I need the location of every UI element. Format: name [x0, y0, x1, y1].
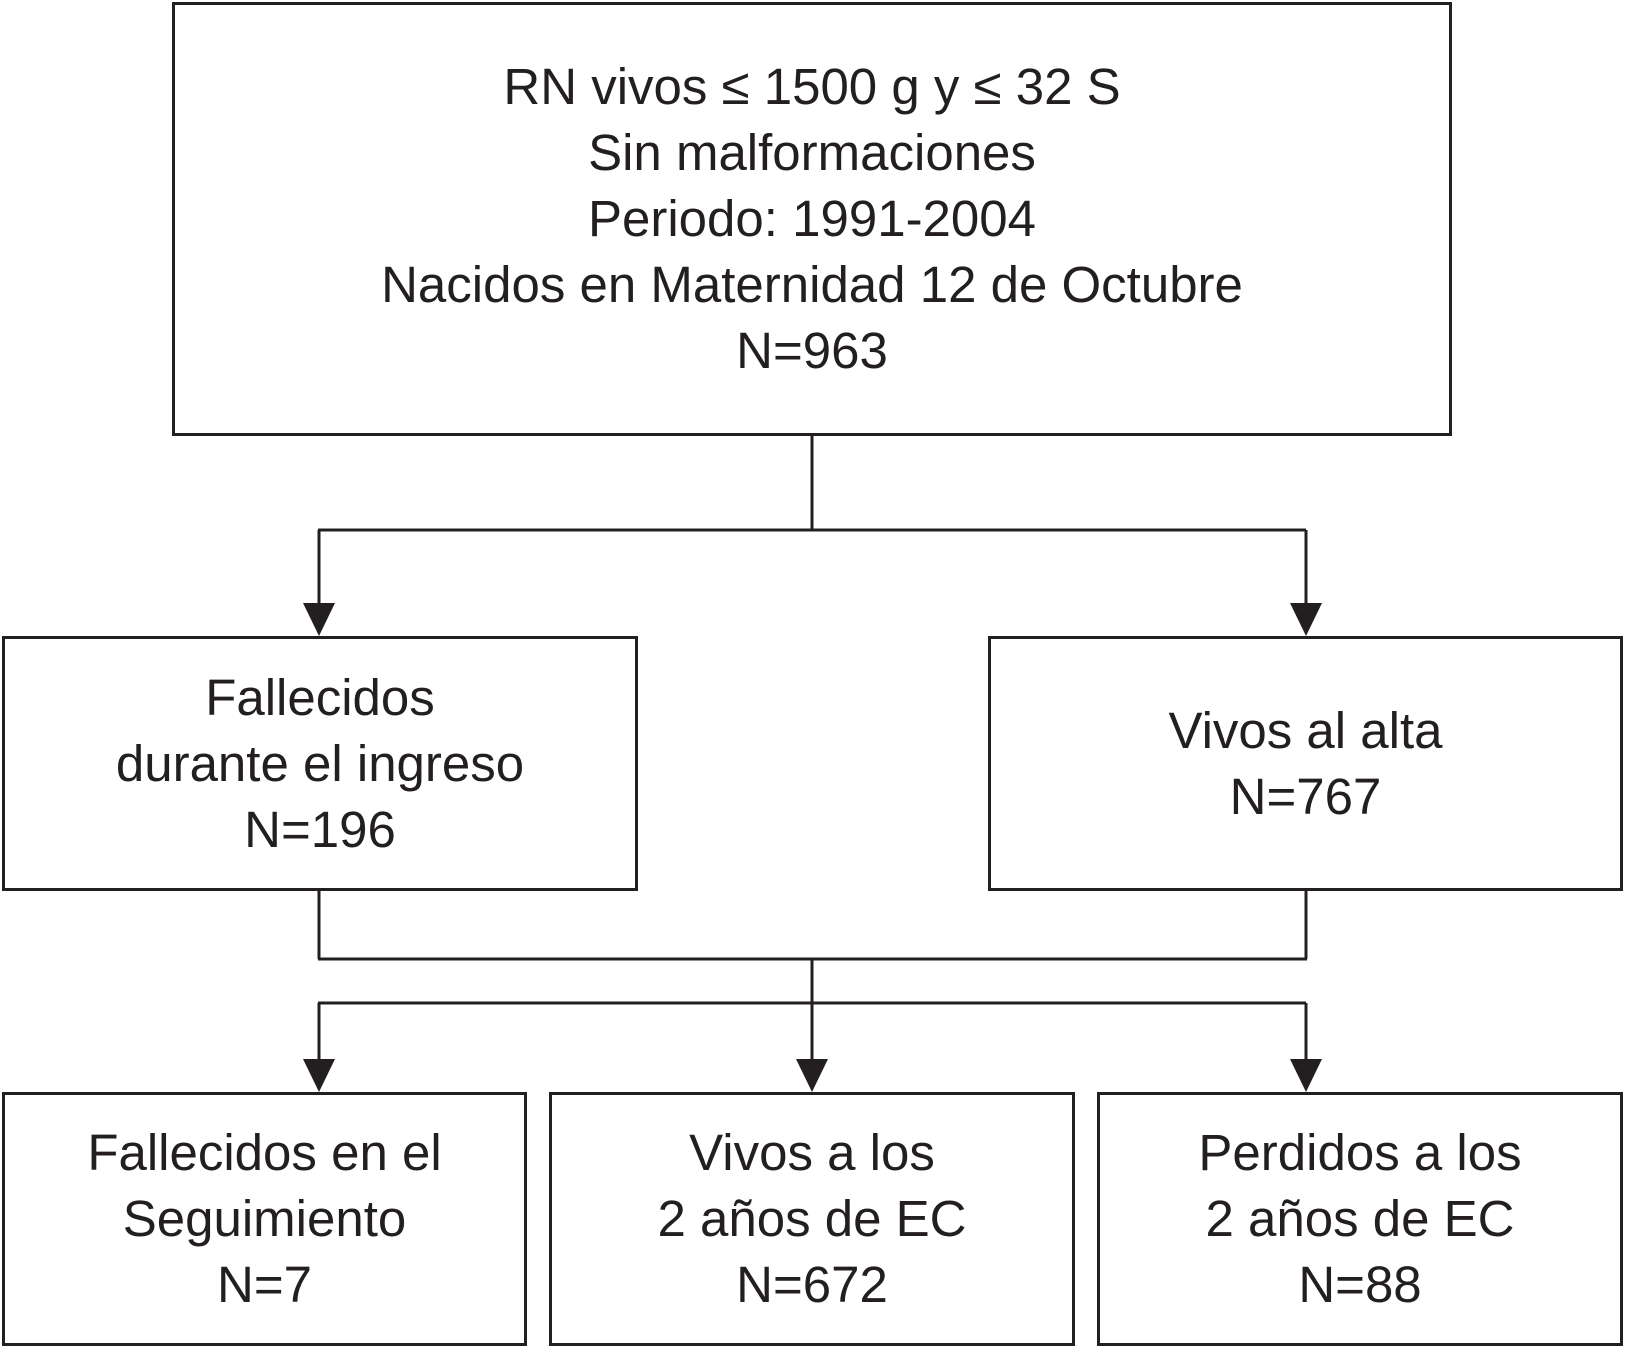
box-line: Seguimiento: [122, 1190, 407, 1247]
box-line: Fallecidos: [205, 668, 435, 726]
box-count: N=196: [244, 800, 396, 858]
box-line: Perdidos a los: [1198, 1124, 1522, 1181]
box-line: Vivos al alta: [1168, 701, 1443, 759]
box-line: 2 años de EC: [1205, 1190, 1515, 1247]
box-line: RN vivos ≤ 1500 g y ≤ 32 S: [503, 58, 1121, 115]
box-line: Vivos a los: [689, 1124, 935, 1181]
box-inclusion-criteria: RN vivos ≤ 1500 g y ≤ 32 S Sin malformac…: [172, 2, 1452, 436]
box-alive-at-discharge: Vivos al alta N=767: [988, 636, 1623, 891]
arrowhead-alive: [1290, 603, 1322, 636]
box-lost-at-2-years: Perdidos a los 2 años de EC N=88: [1097, 1092, 1623, 1346]
arrowhead-lost-2y: [1290, 1059, 1322, 1092]
box-line: durante el ingreso: [115, 734, 525, 792]
box-count: N=767: [1229, 767, 1382, 825]
box-count: N=88: [1298, 1256, 1422, 1313]
box-deceased-in-followup: Fallecidos en el Seguimiento N=7: [2, 1092, 527, 1346]
box-line: Nacidos en Maternidad 12 de Octubre: [381, 256, 1243, 313]
box-count: N=672: [736, 1256, 888, 1313]
box-count: N=7: [217, 1256, 312, 1313]
box-line: 2 años de EC: [657, 1190, 967, 1247]
box-line: Fallecidos en el: [87, 1124, 442, 1181]
arrowhead-deceased: [303, 603, 335, 636]
box-count: N=963: [736, 322, 888, 379]
box-line: Periodo: 1991-2004: [587, 190, 1037, 247]
arrowhead-alive-2y: [796, 1059, 828, 1092]
arrowhead-followup-deceased: [303, 1059, 335, 1092]
box-deceased-during-admission: Fallecidos durante el ingreso N=196: [2, 636, 638, 891]
box-alive-at-2-years: Vivos a los 2 años de EC N=672: [549, 1092, 1075, 1346]
box-line: Sin malformaciones: [588, 124, 1036, 181]
